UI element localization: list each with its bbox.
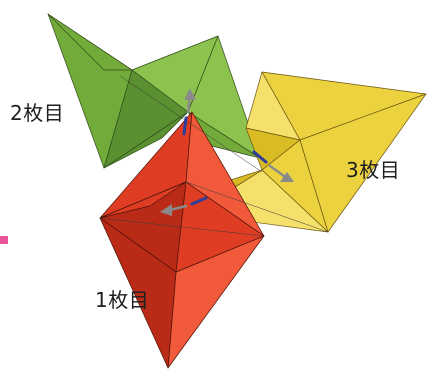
pink-square-marker [0,236,8,244]
label-piece-1: 1枚目 [95,290,149,310]
green-piece-2 [48,14,260,168]
label-piece-3: 3枚目 [346,160,400,180]
blue-tick-mark [184,118,186,134]
label-piece-2: 2枚目 [10,103,64,123]
